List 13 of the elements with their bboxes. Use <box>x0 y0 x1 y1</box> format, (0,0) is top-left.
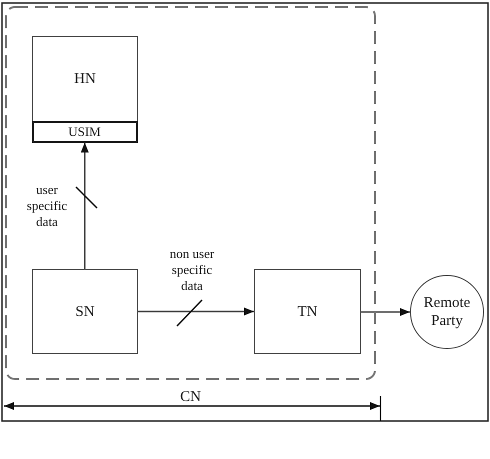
node-label: Remote Party <box>422 294 472 330</box>
process-box <box>254 269 361 354</box>
arrow <box>361 308 410 316</box>
process-box <box>32 269 138 354</box>
node-label: TN <box>298 302 318 320</box>
arrow <box>80 142 89 269</box>
node-label: USIM <box>68 124 101 140</box>
sub-box <box>32 120 138 142</box>
node-label: SN <box>75 302 95 320</box>
node-label: HN <box>74 70 96 88</box>
process-box <box>32 36 138 143</box>
arrow <box>138 308 254 316</box>
region-label: CN <box>180 388 201 406</box>
